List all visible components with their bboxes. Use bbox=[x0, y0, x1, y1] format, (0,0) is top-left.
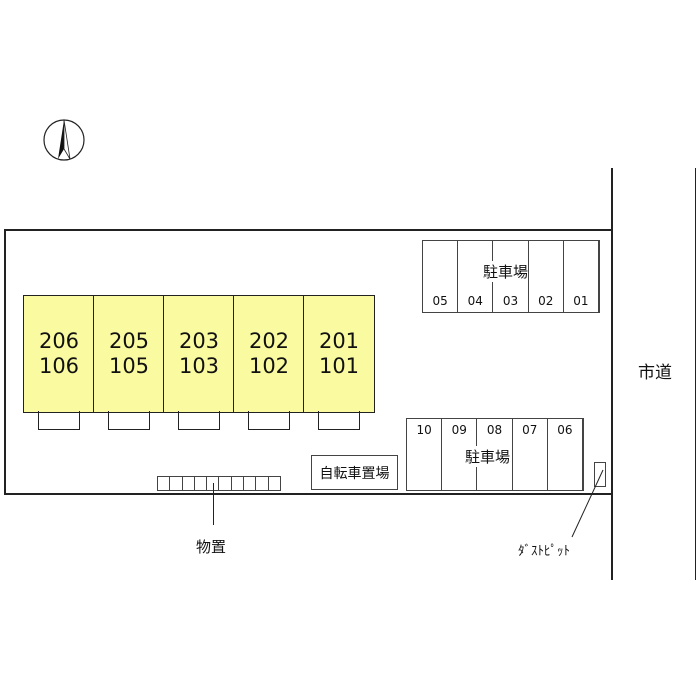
unit-lower-number: 106 bbox=[38, 354, 80, 378]
balcony bbox=[318, 411, 360, 430]
parking-space[interactable]: 05 bbox=[423, 241, 459, 312]
road-label: 市道 bbox=[638, 363, 672, 383]
site-boundary-top bbox=[4, 229, 613, 231]
parking-space[interactable]: 01 bbox=[564, 241, 600, 312]
balcony bbox=[248, 411, 290, 430]
space-number: 10 bbox=[416, 423, 432, 437]
balcony bbox=[38, 411, 80, 430]
unit-upper-number: 205 bbox=[108, 329, 150, 353]
space-number: 03 bbox=[502, 294, 519, 308]
parking-north: 05 04 03 02 01 駐車場 bbox=[422, 240, 600, 313]
space-number: 06 bbox=[557, 423, 573, 437]
space-number: 04 bbox=[467, 294, 483, 308]
road-edge-line-far bbox=[695, 168, 696, 580]
space-number: 05 bbox=[432, 294, 448, 308]
balcony bbox=[108, 411, 150, 430]
space-number: 01 bbox=[573, 294, 589, 308]
unit-upper-number: 202 bbox=[248, 329, 290, 353]
parking-space[interactable]: 07 bbox=[513, 419, 548, 490]
dust-pit-leader-line bbox=[571, 469, 604, 538]
parking-space[interactable]: 08 bbox=[477, 419, 513, 490]
unit-upper-number: 201 bbox=[318, 329, 360, 353]
unit-lower-number: 102 bbox=[248, 354, 290, 378]
space-number: 07 bbox=[522, 423, 538, 437]
storage-label: 物置 bbox=[196, 538, 227, 556]
unit-upper-number: 203 bbox=[178, 329, 220, 353]
parking-south: 10 09 08 07 06 駐車場 bbox=[406, 418, 584, 491]
parking-space[interactable]: 06 bbox=[548, 419, 584, 490]
unit-lower-number: 101 bbox=[318, 354, 360, 378]
storage-leader-line bbox=[213, 483, 214, 525]
unit-lower-number: 105 bbox=[108, 354, 150, 378]
parking-space[interactable]: 02 bbox=[529, 241, 564, 312]
balcony bbox=[178, 411, 220, 430]
parking-north-label: 駐車場 bbox=[483, 261, 529, 282]
bicycle-parking: 自転車置場 bbox=[311, 455, 398, 490]
space-number: 09 bbox=[451, 423, 467, 437]
parking-south-label: 駐車場 bbox=[465, 446, 511, 467]
space-number: 08 bbox=[486, 423, 503, 437]
unit-lower-number: 103 bbox=[178, 354, 220, 378]
storage bbox=[157, 476, 281, 491]
site-boundary-left bbox=[4, 229, 6, 495]
parking-space[interactable]: 03 bbox=[493, 241, 529, 312]
road-edge-line bbox=[611, 168, 613, 580]
dust-pit-label: ﾀﾞｽﾄﾋﾟｯﾄ bbox=[518, 544, 570, 559]
site-boundary-bottom bbox=[4, 493, 613, 495]
parking-space[interactable]: 10 bbox=[407, 419, 443, 490]
dust-pit bbox=[594, 462, 606, 487]
space-number: 02 bbox=[538, 294, 554, 308]
north-arrow-icon bbox=[43, 119, 85, 161]
unit-upper-number: 206 bbox=[38, 329, 80, 353]
